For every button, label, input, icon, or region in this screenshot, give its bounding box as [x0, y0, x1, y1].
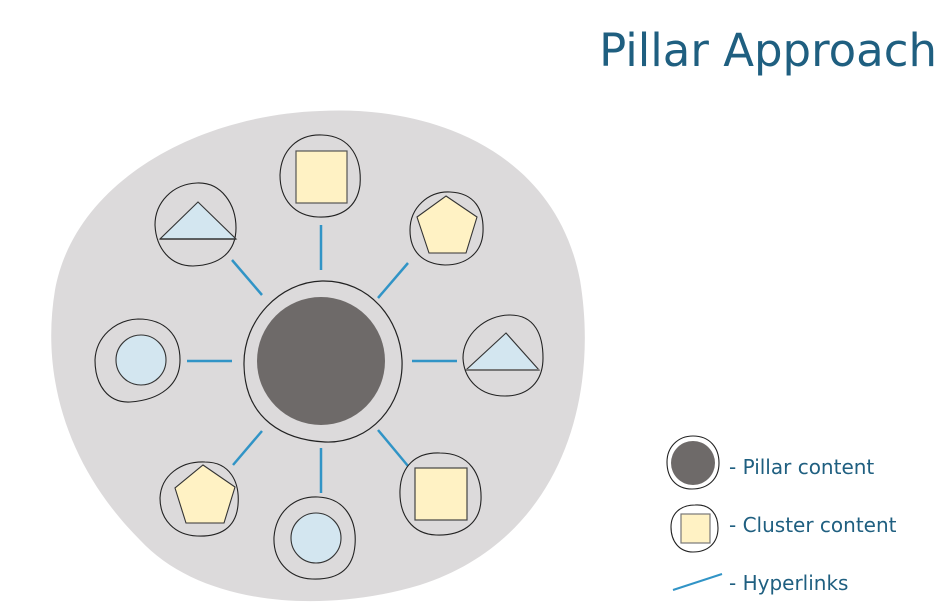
- square-shape-icon: [295, 150, 348, 204]
- circle-shape-icon: [115, 334, 167, 386]
- cluster-outline: [154, 182, 237, 267]
- cluster-outline: [94, 318, 181, 403]
- cluster-outline: [409, 191, 484, 266]
- hyperlink-top-right[interactable]: [377, 262, 409, 299]
- hyperlink-bottom-right[interactable]: [377, 429, 409, 467]
- legend-label-cluster: - Cluster content: [729, 513, 897, 537]
- hyperlinks: [187, 225, 457, 493]
- legend-label-pillar: - Pillar content: [729, 455, 875, 479]
- cluster-node-bottom-left[interactable]: [159, 461, 239, 537]
- circle-shape-icon: [290, 512, 342, 564]
- cluster-outline: [159, 461, 239, 537]
- cluster-outline: [279, 134, 361, 218]
- page-title: Pillar Approach: [599, 24, 937, 77]
- legend-pillar-icon: [666, 435, 720, 490]
- cluster-node-bottom-right[interactable]: [399, 452, 482, 536]
- square-shape-icon: [414, 467, 468, 521]
- legend-label-hyperlinks: - Hyperlinks: [729, 571, 849, 595]
- pillar-content-node[interactable]: [243, 280, 403, 443]
- cluster-node-bottom[interactable]: [273, 496, 356, 580]
- legend-hyperlink-icon: [672, 573, 723, 591]
- cluster-node-left[interactable]: [94, 318, 181, 403]
- pillar-outline: [243, 280, 403, 443]
- cluster-outline: [462, 314, 544, 397]
- cluster-outline: [273, 496, 356, 580]
- cluster-node-top-left[interactable]: [154, 182, 238, 267]
- legend-cluster-icon: [670, 504, 719, 553]
- cluster-node-top-right[interactable]: [409, 191, 484, 266]
- pillar-content-icon: [257, 297, 385, 425]
- cluster-node-top[interactable]: [279, 134, 361, 218]
- cluster-outline: [399, 452, 482, 536]
- pentagon-shape-icon: [416, 195, 478, 254]
- pentagon-shape-icon: [174, 464, 236, 524]
- hyperlink-bottom-left[interactable]: [232, 430, 263, 466]
- cluster-node-right[interactable]: [462, 314, 544, 397]
- hyperlink-top-left[interactable]: [231, 259, 263, 296]
